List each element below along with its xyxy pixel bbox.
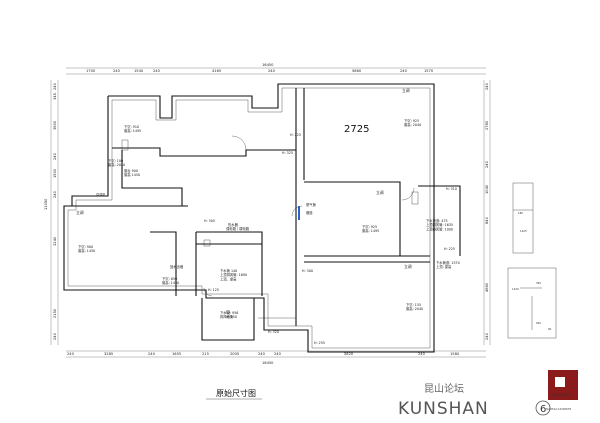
interior-walls <box>72 88 461 341</box>
detail-b-dim: 1240 <box>512 287 519 291</box>
dimension-label: 1580 <box>450 352 460 356</box>
height-markers: H: 225 H: 325 H: 305 H: 300 H: 310 H: 22… <box>204 133 457 345</box>
room-note: 烟道 <box>306 210 313 215</box>
height-marker: H: 150 <box>226 315 237 319</box>
dimension-label: 215 <box>202 352 209 356</box>
dimension-label: 240 <box>148 352 156 356</box>
height-marker: H: 305 <box>204 219 215 223</box>
room-note: 强电箱 / 弱电箱 <box>226 226 250 231</box>
room-label-lower: 立调 <box>404 264 412 269</box>
top-dimension-labels: 1700 240 1540 240 4165 240 5860 240 1570 <box>86 69 434 73</box>
dimension-label: 1500 <box>53 168 57 178</box>
room-label-left: 立调 <box>76 210 84 215</box>
height-marker: H: 125 <box>208 288 219 292</box>
dimension-label: 3240 <box>53 236 57 246</box>
room-note: 燃气管 <box>306 202 317 207</box>
top-total-dimension: 16450 <box>262 63 274 67</box>
height-marker: H: 225 <box>290 133 301 137</box>
left-total-dimension: 11050 <box>44 198 48 210</box>
dimension-label: 240 <box>53 332 57 340</box>
dimension-label: 240 <box>268 69 276 73</box>
dimension-label: 2150 <box>53 308 57 318</box>
left-dimension-labels: 240 345 3600 240 1500 240 3240 2150 240 <box>53 82 57 340</box>
brand-chinese: 昆山论坛 <box>424 382 464 395</box>
bottom-dimension-labels: 240 3285 240 1655 215 2005 240 240 5820 240 1580 <box>67 352 460 356</box>
dimension-label: 5860 <box>352 69 362 73</box>
dimension-label: 4660 <box>485 282 489 292</box>
room-label-bedroom: 立调 <box>376 190 384 195</box>
brand-watermark: 昆山论坛 KUNSHAN 昆山住宅信息网 Tel:0512-12345678 6 <box>398 370 578 419</box>
dimension-label: 4165 <box>212 69 221 73</box>
height-marker: H: 310 <box>446 187 457 191</box>
room-note: 热水器 <box>228 222 239 227</box>
detail-b-dim: 920 <box>536 321 541 325</box>
dimension-label: 1570 <box>424 69 434 73</box>
detail-a-width: 180 <box>518 211 523 215</box>
height-marker: H: 320 <box>268 330 279 334</box>
dimension-label: 345 <box>53 93 57 100</box>
height-marker: H: 255 <box>314 341 325 345</box>
dimension-label: 240 <box>67 352 75 356</box>
dimension-label: 240 <box>53 190 57 198</box>
dimension-label: 5820 <box>344 352 354 356</box>
height-marker: H: 225 <box>444 247 455 251</box>
bottom-total-dimension: 16450 <box>262 361 274 365</box>
utility-symbols <box>121 139 419 315</box>
door-swings <box>203 135 415 297</box>
dimension-label: 2780 <box>485 120 489 130</box>
dimension-label: 240 <box>153 69 161 73</box>
outer-walls <box>63 83 435 353</box>
detail-b-dim: 395 <box>536 281 541 285</box>
dimension-label: 240 <box>113 69 121 73</box>
height-marker: H: 325 <box>282 151 293 155</box>
dimension-label: 240 <box>53 82 57 90</box>
brand-latin: KUNSHAN <box>398 399 489 419</box>
dimension-label: 240 <box>400 69 408 73</box>
brand-tel: Tel:0512-12345678 <box>546 407 571 411</box>
right-dimension-labels: 240 2780 240 1040 840 4660 240 <box>485 82 489 340</box>
drawing-title: 原始尺寸图 <box>216 388 256 398</box>
detail-a-height: 1425 <box>520 229 527 233</box>
brand-number: 6 <box>540 404 546 415</box>
dimension-label: 840 <box>485 216 489 224</box>
detail-a: 180 1425 <box>512 182 534 254</box>
dimension-label: 240 <box>274 352 282 356</box>
dimension-label: 1540 <box>134 69 144 73</box>
dimension-label: 3600 <box>53 120 57 130</box>
dimension-label: 3285 <box>104 352 113 356</box>
dimension-label: 240 <box>485 82 489 90</box>
dimension-label: 2005 <box>230 352 239 356</box>
dimension-label: 240 <box>485 160 489 168</box>
dimension-label: 240 <box>485 332 489 340</box>
dimension-label: 1700 <box>86 69 96 73</box>
room-note: 空调孔 <box>96 192 107 197</box>
height-marker: H: 300 <box>302 269 313 273</box>
brand-sub: 昆山住宅信息网 <box>551 393 570 397</box>
room-label-master: 立调 <box>402 88 410 93</box>
dimension-lines <box>50 67 491 358</box>
dimension-label: 240 <box>258 352 266 356</box>
dimension-label: 240 <box>418 352 426 356</box>
room-note: 回水出墙 <box>170 264 184 269</box>
area-label: 2725 <box>344 124 369 135</box>
dimension-label: 1040 <box>485 184 489 194</box>
detail-b: 1240 395 920 90 <box>507 267 557 339</box>
dimension-label: 240 <box>53 152 57 160</box>
dimension-label: 1655 <box>172 352 181 356</box>
detail-b-dim: 90 <box>548 327 552 331</box>
